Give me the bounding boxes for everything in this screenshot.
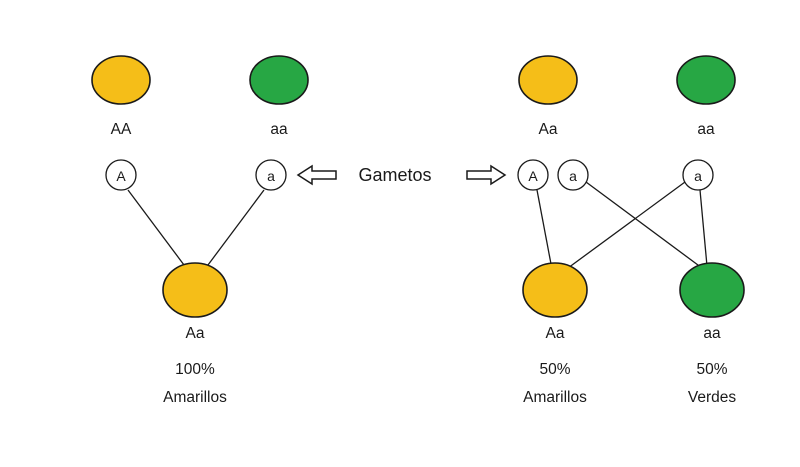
- parent-genotype-AA: AA: [111, 121, 132, 138]
- line-a-right-to-offspring-yellow: [567, 181, 686, 269]
- arrow-left-icon: [296, 164, 337, 186]
- offspring-ellipse-aa: [679, 262, 745, 318]
- gamete-label-a-right: a: [694, 168, 702, 184]
- line-a-to-offspring: [201, 189, 265, 274]
- offspring-genotype-Aa-right: Aa: [546, 325, 565, 342]
- cross-right: Aa aa A a a Aa 50% Amarillos aa 50% Verd…: [517, 55, 745, 406]
- offspring-percent-Aa: 100%: [175, 361, 215, 378]
- gamete-label-A-right: A: [528, 168, 538, 184]
- gamete-label-a-mid: a: [569, 168, 577, 184]
- gamete-label-a: a: [267, 168, 275, 184]
- cross-left: AA aa A a Aa 100% Amarillos: [91, 55, 309, 406]
- parent-genotype-aa: aa: [270, 121, 288, 138]
- arrow-right-icon: [466, 164, 507, 186]
- cross-right-lines: [536, 181, 708, 269]
- offspring-percent-aa: 50%: [696, 361, 727, 378]
- offspring-genotype-aa: aa: [703, 325, 721, 342]
- gametos-label: Gametos: [358, 165, 431, 185]
- cross-left-lines: [127, 189, 265, 274]
- line-A-to-offspring: [127, 189, 191, 274]
- parent-genotype-aa-right: aa: [697, 121, 715, 138]
- line-A-to-offspring-yellow: [536, 189, 552, 265]
- gamete-circle-a: [255, 159, 287, 191]
- parent-ellipse-aa: [249, 55, 309, 105]
- parent-ellipse-Aa: [518, 55, 578, 105]
- line-a-right-to-offspring-green: [699, 189, 708, 267]
- gamete-circle-a-right: [682, 159, 714, 191]
- offspring-phenotype-aa: Verdes: [688, 389, 737, 406]
- offspring-ellipse-Aa: [162, 262, 228, 318]
- gamete-circle-a-mid: [557, 159, 589, 191]
- center-gametos-group: Gametos: [296, 164, 507, 186]
- gamete-circle-A-right: [517, 159, 549, 191]
- offspring-genotype-Aa: Aa: [186, 325, 205, 342]
- gamete-label-A: A: [116, 168, 126, 184]
- line-a-mid-to-offspring-green: [585, 181, 703, 269]
- offspring-percent-Aa-right: 50%: [539, 361, 570, 378]
- parent-ellipse-aa-right: [676, 55, 736, 105]
- parent-ellipse-AA: [91, 55, 151, 105]
- gamete-circle-A: [105, 159, 137, 191]
- offspring-phenotype-Aa: Amarillos: [163, 389, 227, 406]
- offspring-ellipse-Aa-right: [522, 262, 588, 318]
- parent-genotype-Aa: Aa: [539, 121, 558, 138]
- offspring-phenotype-Aa-right: Amarillos: [523, 389, 587, 406]
